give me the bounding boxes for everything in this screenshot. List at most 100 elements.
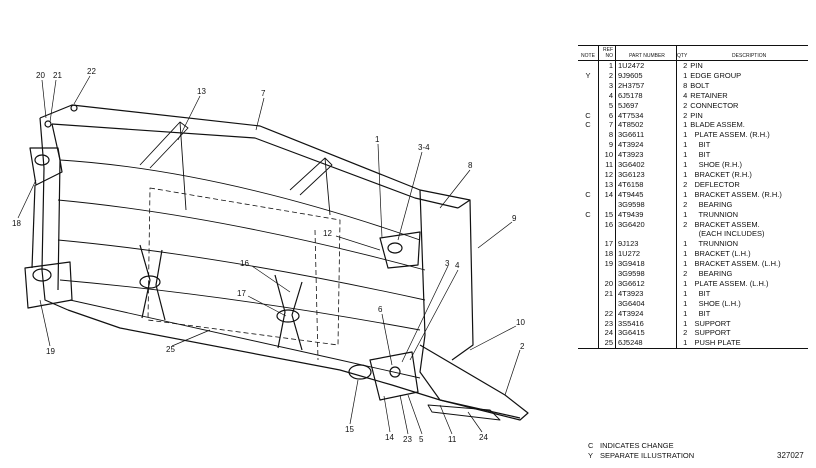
description-cell: PIN (690, 61, 703, 70)
note-cell (578, 338, 599, 350)
ref-no-cell: 22 (598, 308, 616, 319)
description-cell: BIT (690, 288, 711, 298)
note-cell (578, 239, 599, 250)
header-ref-no: REF NO (598, 45, 616, 61)
blade-assembly-drawing: 20 21 22 13 7 1 3-4 8 9 12 18 16 17 3 4 … (12, 67, 529, 444)
ref-no-cell: 16 (598, 219, 616, 230)
note-cell: Y (578, 70, 599, 81)
part-number-cell: 3G6404 (615, 298, 677, 309)
qty-cell: 2 (683, 269, 688, 279)
description-cell: PIN (690, 110, 703, 120)
qty-cell: 1 (676, 338, 689, 350)
qty-cell: 1 (683, 318, 688, 328)
part-number-cell: 3G9418 (615, 259, 677, 270)
callout-10: 10 (516, 318, 525, 327)
right-shoe (427, 404, 501, 421)
part-number-cell: 9J9605 (615, 70, 677, 81)
ref-no-cell: 13 (598, 179, 616, 190)
description-cell: SUPPORT (690, 328, 731, 338)
moldboard-curve-1 (59, 159, 421, 241)
qty-cell: 1 (683, 150, 688, 160)
leader-22 (73, 75, 91, 105)
blade-top-edge (39, 104, 471, 201)
part-number-cell: 4T3923 (615, 288, 677, 299)
part-number-cell: 2H3757 (615, 80, 677, 91)
right-lower-trunnion (348, 364, 372, 380)
callout-3-4: 3-4 (418, 143, 430, 152)
legend-code: C (588, 441, 594, 450)
description-cell: PLATE ASSEM. (L.H.) (690, 278, 769, 288)
corner-bolt (44, 120, 52, 128)
note-cell (578, 160, 599, 170)
note-cell (578, 259, 599, 270)
right-upper-bracket (379, 231, 421, 269)
qty-cell: 1 (683, 209, 688, 219)
qty-cell: 1 (683, 239, 688, 249)
center-bracket-left (139, 244, 166, 321)
callout-12: 12 (323, 229, 332, 238)
ref-no-cell: 25 (598, 338, 616, 350)
part-number-cell: 4T6158 (615, 179, 677, 190)
note-cell: C (578, 110, 599, 121)
push-plate-hidden-line (314, 229, 319, 361)
ref-no-cell: 18 (598, 249, 616, 260)
leader-23 (399, 394, 409, 435)
moldboard-curve-4 (59, 279, 421, 331)
callout-11: 11 (448, 435, 457, 444)
part-number-cell: 3G6123 (615, 169, 677, 180)
part-number-cell (615, 229, 677, 240)
part-number-cell: 3G9598 (615, 269, 677, 279)
note-cell: C (578, 209, 599, 220)
qty-cell: 2 (683, 179, 688, 189)
ref-no-cell: 6 (598, 110, 616, 121)
note-cell (578, 278, 599, 289)
leader-12 (335, 235, 381, 251)
callout-9: 9 (512, 214, 517, 223)
header-note: NOTE (578, 45, 599, 61)
leader-17 (247, 295, 287, 317)
qty-cell (677, 229, 689, 239)
ref-no-cell: 17 (598, 239, 616, 250)
callout-18: 18 (12, 219, 21, 228)
ref-no-cell: 5 (598, 100, 616, 111)
description-cell: BRACKET ASSEM. (690, 219, 760, 229)
legend-code: Y (588, 451, 594, 460)
ref-no-cell: 9 (598, 140, 616, 151)
left-end-plate-inner (51, 123, 61, 291)
center-bracket-right (274, 274, 303, 351)
qty-cell: 1 (683, 189, 688, 199)
qty-cell: 1 (683, 288, 688, 298)
part-number-cell: 1U272 (615, 249, 677, 260)
ref-no-cell (598, 229, 616, 240)
callout-1: 1 (375, 135, 380, 144)
part-number-cell: 3G6402 (615, 160, 677, 170)
leader-10 (469, 325, 517, 351)
qty-cell: 2 (683, 199, 688, 209)
note-cell (578, 229, 599, 240)
ref-no-cell: 2 (598, 70, 616, 81)
part-number-cell: 4T8502 (615, 120, 677, 131)
moldboard-curve-2 (57, 199, 426, 271)
qty-cell: 1 (683, 308, 688, 318)
ref-no-cell: 3 (598, 80, 616, 91)
description-cell: PUSH PLATE (688, 338, 808, 350)
description-cell: TRUNNION (690, 239, 739, 249)
ref-no-cell: 19 (598, 259, 616, 270)
figure-id: 327027 (777, 451, 804, 460)
callout-21: 21 (53, 71, 62, 80)
qty-cell: 2 (683, 110, 688, 120)
bracket-left-lower-pin (32, 268, 52, 282)
bracket-left-lower (24, 261, 73, 309)
part-number-cell: 4T3924 (615, 140, 677, 151)
qty-cell: 1 (683, 169, 688, 179)
